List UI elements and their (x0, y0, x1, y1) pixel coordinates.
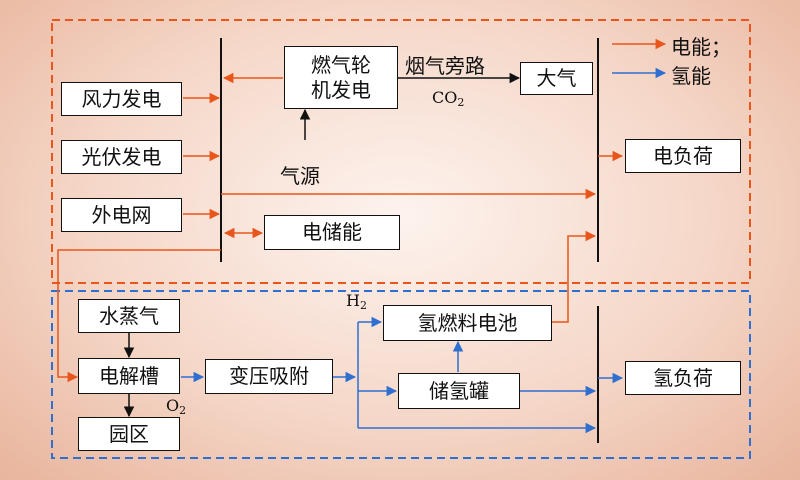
o2-label: O2 (166, 396, 186, 417)
flue-bypass-label: 烟气旁路 (405, 54, 485, 78)
co2-subscript: 2 (457, 96, 465, 109)
bus-to-electrolyzer-line (57, 249, 221, 383)
h2-label: H2 (346, 291, 367, 312)
fuel-cell-to-bus-line (552, 230, 597, 323)
h2-main: H (346, 291, 360, 310)
gas-turbine-box: 燃气轮 机发电 (284, 46, 398, 109)
solar-power-box: 光伏发电 (61, 140, 182, 174)
legend-hydrogen-label: 氢能 (671, 64, 711, 88)
fuel-cell-box: 氢燃料电池 (383, 305, 552, 341)
gas-turbine-line1: 燃气轮 (311, 52, 371, 77)
gas-turbine-line2: 机发电 (311, 77, 371, 102)
wind-power-box: 风力发电 (61, 82, 182, 116)
hydrogen-region (51, 290, 751, 459)
h2-tank-box: 储氢罐 (398, 373, 520, 409)
h2-subscript: 2 (359, 299, 367, 312)
legend-electric-label: 电能； (671, 35, 731, 59)
electric-storage-box: 电储能 (264, 215, 400, 250)
external-grid-box: 外电网 (61, 198, 182, 232)
steam-box: 水蒸气 (78, 299, 180, 333)
gas-source-label: 气源 (280, 164, 320, 188)
h2-load-box: 氢负荷 (625, 361, 741, 395)
atmosphere-box: 大气 (520, 62, 593, 95)
electrolyzer-box: 电解槽 (78, 358, 180, 394)
electric-load-box: 电负荷 (625, 139, 741, 173)
o2-subscript: 2 (179, 404, 187, 417)
co2-main: CO (432, 88, 458, 107)
park-box: 园区 (78, 417, 180, 451)
psa-box: 变压吸附 (205, 359, 333, 394)
co2-label: CO2 (432, 88, 464, 109)
o2-main: O (166, 396, 180, 415)
